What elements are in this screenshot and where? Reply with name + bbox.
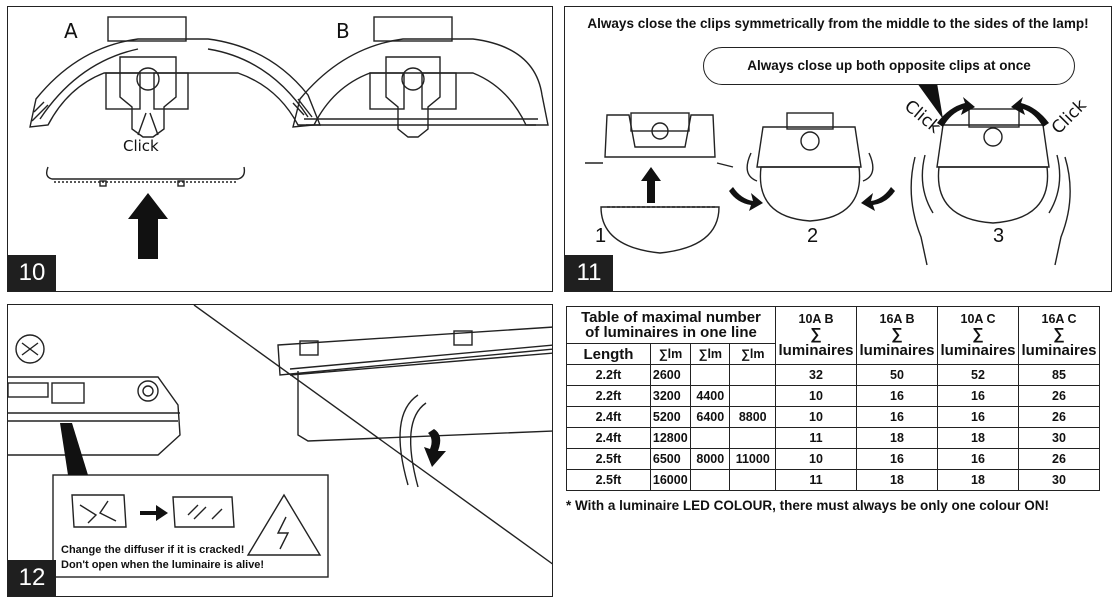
panel-11-illustration: [585, 83, 1071, 266]
table-row: 2.4ft 5200 6400 8800 10 16 16 26: [566, 406, 1100, 428]
table-row: 2.5ft 16000 11 18 18 30: [566, 469, 1100, 491]
lm-header-2: ∑lm: [690, 343, 731, 365]
length-header: Length: [566, 343, 651, 365]
label-b: B: [336, 19, 350, 43]
table-row: 2.2ft 2600 32 50 52 85: [566, 364, 1100, 386]
step-2: 2: [807, 225, 819, 247]
table-row: 2.2ft 3200 4400 10 16 16 26: [566, 385, 1100, 407]
panel-number-11: 11: [565, 255, 613, 291]
table-title-cell: Table of maximal number of luminaires in…: [566, 306, 776, 344]
col-header-16ab: 16A B ∑ luminaires: [856, 306, 938, 365]
panel-11: Always close the clips symmetrically fro…: [564, 6, 1112, 292]
panel-10: A B Click 10: [7, 6, 553, 292]
warning-line-2: Don't open when the luminaire is alive!: [61, 559, 265, 571]
table-row: 2.5ft 6500 8000 11000 10 16 16 26: [566, 448, 1100, 470]
panel-12-illustration: [8, 305, 552, 578]
step-3: 3: [993, 225, 1005, 247]
warning-line-1: Change the diffuser if it is cracked!: [61, 544, 245, 556]
footnote: * With a luminaire LED COLOUR, there mus…: [566, 498, 1049, 513]
table-row: 2.4ft 12800 11 18 18 30: [566, 427, 1100, 449]
panel-11-title: Always close the clips symmetrically fro…: [587, 16, 1089, 31]
col-header-16ac: 16A C ∑ luminaires: [1018, 306, 1100, 365]
instruction-bubble: Always close up both opposite clips at o…: [703, 47, 1075, 85]
table-title-line-2: of luminaires in one line: [585, 324, 757, 341]
luminaires-table: Table of maximal number of luminaires in…: [566, 306, 1100, 491]
panel-12: Change the diffuser if it is cracked! Do…: [7, 304, 553, 597]
table-title-line-1: Table of maximal number: [581, 309, 761, 326]
lm-header-3: ∑lm: [729, 343, 776, 365]
col-header-10ac: 10A C ∑ luminaires: [937, 306, 1019, 365]
lm-header-1: ∑lm: [649, 343, 692, 365]
col-header-10ab: 10A B ∑ luminaires: [775, 306, 857, 365]
click-label: Click: [123, 137, 159, 155]
panel-number-10: 10: [8, 255, 56, 291]
label-a: A: [64, 19, 78, 43]
panel-number-12: 12: [8, 560, 56, 596]
step-1: 1: [595, 225, 607, 247]
panel-10-illustration: [29, 16, 549, 259]
